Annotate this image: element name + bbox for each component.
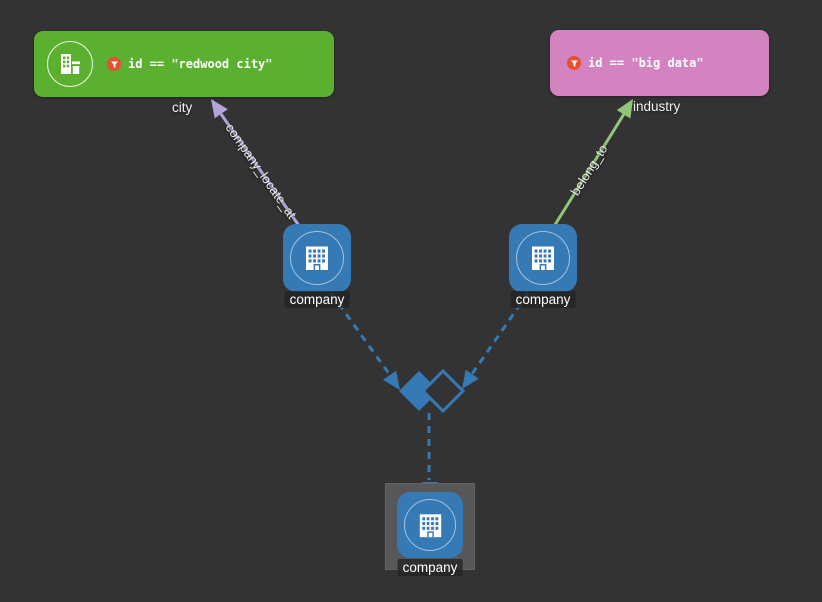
node-label-company-left: company <box>284 291 350 308</box>
node-label-company-right: company <box>510 291 576 308</box>
tag-label-industry: industry <box>633 99 681 114</box>
intersect-operator-icon[interactable] <box>399 368 466 414</box>
filter-expression-industry: id == "big data" <box>588 56 704 70</box>
node-ring <box>516 231 570 285</box>
arrowhead-company-locate-at <box>211 99 228 119</box>
company-node-result[interactable] <box>397 492 463 558</box>
edge-belong-to[interactable] <box>551 99 633 229</box>
arrowhead-right-dashed <box>462 369 479 389</box>
node-ring <box>404 499 456 551</box>
node-label-company-result: company <box>397 559 463 576</box>
building-icon <box>532 246 554 270</box>
filter-funnel-icon <box>107 57 121 71</box>
building-icon <box>419 513 441 537</box>
filter-card-city[interactable]: id == "redwood city" <box>34 31 334 97</box>
arrowhead-left-dashed <box>383 370 400 390</box>
tag-label-city: city <box>172 100 193 115</box>
filter-expression-city: id == "redwood city" <box>128 57 273 71</box>
node-ring <box>290 231 344 285</box>
city-tag-icon <box>47 41 93 87</box>
company-node-right[interactable] <box>509 224 577 292</box>
filter-card-industry[interactable]: id == "big data" <box>550 30 769 96</box>
building-icon <box>306 246 328 270</box>
arrowhead-belong-to <box>616 99 633 119</box>
company-node-left[interactable] <box>283 224 351 292</box>
filter-funnel-icon <box>567 56 581 70</box>
edge-company-locate-at[interactable] <box>211 99 304 231</box>
